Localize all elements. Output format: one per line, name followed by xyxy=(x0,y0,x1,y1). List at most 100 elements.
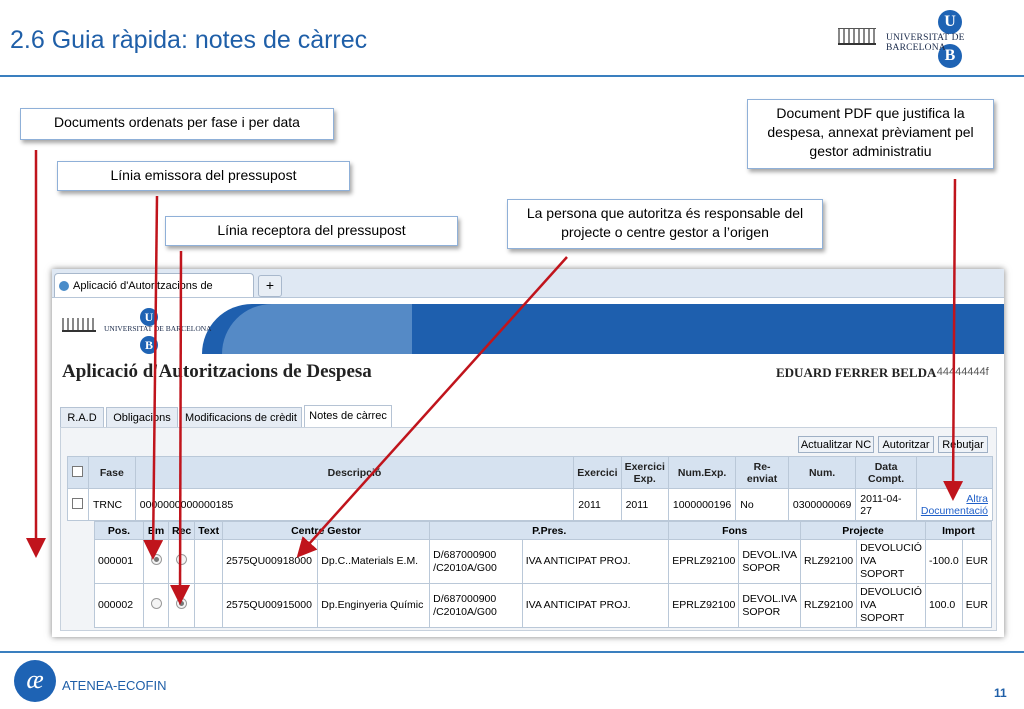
callout-linia-emissora: Línia emissora del pressupost xyxy=(57,161,350,191)
proj-line2: IVA xyxy=(860,599,877,611)
callout-linia-receptora: Línia receptora del pressupost xyxy=(165,216,458,246)
tab-rad[interactable]: R.A.D xyxy=(60,407,104,427)
cell-rec xyxy=(167,583,196,628)
cell-pos: 000001 xyxy=(94,539,144,584)
ub-u-icon: U xyxy=(938,10,962,34)
app-screenshot: Aplicació d'Autoritzacions de Despesa + … xyxy=(52,269,1004,637)
fons-line1: DEVOL.IVA xyxy=(742,592,797,605)
header-exercici-exp: Exercici Exp. xyxy=(620,456,669,489)
cell-import: -100.0 xyxy=(924,539,963,584)
callout-documents-ordenats: Documents ordenats per fase i per data xyxy=(20,108,334,140)
cell-reenviat: No xyxy=(735,488,789,521)
tab-obligacions[interactable]: Obligacions xyxy=(106,407,178,427)
proj-line1: DEVOLUCIÓ xyxy=(860,542,922,554)
atenea-logo-icon: æ xyxy=(14,660,56,702)
documentacio-link[interactable]: Documentació xyxy=(920,504,988,517)
new-tab-button[interactable]: + xyxy=(258,275,282,297)
cell-text xyxy=(194,539,224,584)
header-data: Data Compt. xyxy=(855,456,917,489)
header-em: Em xyxy=(143,521,169,540)
cell-pp-desc: IVA ANTICIPAT PROJ. xyxy=(521,583,670,628)
cell-pos: 000002 xyxy=(94,583,144,628)
em-radio[interactable] xyxy=(150,598,162,609)
cell-num: 0300000069 xyxy=(787,488,857,521)
altra-link[interactable]: Altra xyxy=(966,492,988,505)
cell-cg-name: Dp.C..Materials E.M. xyxy=(317,539,431,584)
table-row[interactable]: TRNC 0000000000000185 2011 2011 10000001… xyxy=(67,488,994,521)
fons-line2: SOPOR xyxy=(742,561,781,574)
page-number: 11 xyxy=(994,686,1007,700)
pp-line2: /C2010A/G00 xyxy=(433,605,497,618)
tab-modificacions[interactable]: Modificacions de crèdit xyxy=(180,407,302,427)
cell-rec xyxy=(167,539,196,584)
cell-documentacio: Altra Documentació xyxy=(915,488,994,521)
fons-line2: SOPOR xyxy=(742,605,781,618)
proj-line2: IVA xyxy=(860,555,877,567)
header-select xyxy=(67,456,89,489)
proj-line1: DEVOLUCIÓ xyxy=(860,586,922,598)
autoritzar-button[interactable]: Autoritzar xyxy=(878,436,934,453)
app-title: Aplicació d'Autoritzacions de Despesa xyxy=(62,361,372,382)
ub-b-icon: B xyxy=(938,44,962,68)
cell-exercici: 2011 xyxy=(573,488,622,521)
actualitzar-button[interactable]: Actualitzar NC xyxy=(798,436,874,453)
rebutjar-button[interactable]: Rebutjar xyxy=(938,436,988,453)
callout-persona-autoritza: La persona que autoritza és responsable … xyxy=(507,199,823,249)
pp-line2: /C2010A/G00 xyxy=(433,561,497,574)
cell-fons-code: EPRLZ92100 xyxy=(668,539,740,584)
header-descripcio: Descripció xyxy=(134,456,575,489)
user-id: - 44444444f xyxy=(930,366,989,378)
rec-radio[interactable] xyxy=(176,598,188,609)
tab-notes-carrec[interactable]: Notes de càrrec xyxy=(304,405,392,427)
header-text: Text xyxy=(194,521,224,540)
header-centre-gestor: Centre Gestor xyxy=(222,521,431,540)
university-name: UNIVERSITAT DE BARCELONA xyxy=(886,33,965,53)
em-radio[interactable] xyxy=(150,554,162,565)
notes-table: Fase Descripció Exercici Exercici Exp. N… xyxy=(67,456,994,521)
header-import: Import xyxy=(924,521,993,540)
header-documents xyxy=(915,456,994,489)
pp-line1: D/687000900 xyxy=(433,548,497,561)
header-rec: Rec xyxy=(167,521,196,540)
cell-pp-code: D/687000900/C2010A/G00 xyxy=(429,539,523,584)
banner-ub-b-icon: B xyxy=(140,336,158,354)
header-projecte: Projecte xyxy=(800,521,926,540)
browser-tabbar: Aplicació d'Autoritzacions de Despesa + xyxy=(52,269,1004,316)
cell-em xyxy=(143,539,169,584)
cell-pp-code: D/687000900/C2010A/G00 xyxy=(429,583,523,628)
cell-em xyxy=(143,583,169,628)
cell-descripcio: 0000000000000185 xyxy=(134,488,575,521)
header-exercici: Exercici xyxy=(573,456,622,489)
favicon-icon xyxy=(59,281,69,291)
university-logo: U B xyxy=(836,8,1016,70)
table-row[interactable]: 000002 2575QU00915000 Dp.Enginyeria Quím… xyxy=(94,583,993,628)
title-divider xyxy=(0,75,1024,77)
header-num-exp: Num.Exp. xyxy=(667,456,737,489)
header-fons: Fons xyxy=(668,521,802,540)
pp-line1: D/687000900 xyxy=(433,592,497,605)
cell-cg-code: 2575QU00918000 xyxy=(222,539,319,584)
cell-num-exp: 1000000196 xyxy=(667,488,737,521)
cell-data: 2011-04-27 xyxy=(855,488,917,521)
footer-brand: ATENEA-ECOFIN xyxy=(62,678,167,693)
proj-line3: SOPORT xyxy=(860,612,905,624)
select-all-checkbox[interactable] xyxy=(72,465,84,477)
rec-radio[interactable] xyxy=(176,554,188,565)
proj-line3: SOPORT xyxy=(860,568,905,580)
positions-table: Pos. Em Rec Text Centre Gestor P.Pres. F… xyxy=(94,521,993,628)
browser-tab[interactable]: Aplicació d'Autoritzacions de Despesa xyxy=(54,273,254,316)
cell-pp-desc: IVA ANTICIPAT PROJ. xyxy=(521,539,670,584)
slide-title: 2.6 Guia ràpida: notes de càrrec xyxy=(10,26,368,54)
cell-cg-code: 2575QU00915000 xyxy=(222,583,319,628)
cell-fase: TRNC xyxy=(87,488,136,521)
app-banner: U B UNIVERSITAT DE BARCELONA xyxy=(52,298,1004,356)
row-checkbox[interactable] xyxy=(72,497,84,509)
row-select xyxy=(67,488,89,521)
table-row[interactable]: 000001 2575QU00918000 Dp.C..Materials E.… xyxy=(94,539,993,584)
cell-currency: EUR xyxy=(961,583,993,628)
cell-fons-code: EPRLZ92100 xyxy=(668,583,740,628)
footer-divider xyxy=(0,651,1024,653)
